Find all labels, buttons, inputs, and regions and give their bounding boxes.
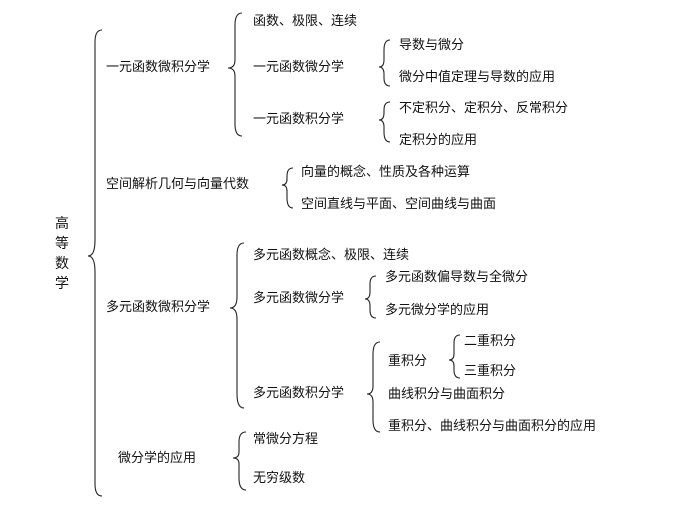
- leaf-duoyuan-diff-2: 多元微分学的应用: [385, 303, 490, 318]
- node-yiyuan-diff: 一元函数微分学: [253, 60, 345, 75]
- leaf-sanchong: 三重积分: [464, 364, 517, 379]
- root-char: 数: [55, 256, 69, 272]
- node-duoyuan-limits: 多元函数概念、极限、连续: [253, 248, 410, 263]
- brace-duoyuan-integ: [366, 341, 381, 433]
- brace-yingyong: [232, 431, 247, 491]
- leaf-yiyuan-diff-1: 导数与微分: [399, 38, 465, 53]
- root-char: 学: [55, 276, 69, 292]
- brace-yiyuan-integ: [378, 101, 391, 143]
- node-zhongjifen: 重积分: [388, 354, 428, 369]
- node-duoyuan: 多元函数微积分学: [106, 300, 211, 315]
- node-yiyuan: 一元函数微积分学: [106, 60, 211, 75]
- node-yiyuan-limits: 函数、极限、连续: [253, 14, 358, 29]
- brace-yiyuan: [227, 12, 243, 137]
- root-node: 高 等 数 学: [54, 214, 70, 294]
- brace-duoyuan-diff: [364, 275, 377, 319]
- leaf-kongjian-1: 向量的概念、性质及各种运算: [301, 165, 471, 180]
- leaf-yiyuan-integ-2: 定积分的应用: [399, 133, 478, 148]
- node-duoyuan-diff: 多元函数微分学: [253, 291, 345, 306]
- root-char: 等: [55, 236, 69, 252]
- brace-zhongjifen: [448, 334, 461, 379]
- leaf-kongjian-2: 空间直线与平面、空间曲线与曲面: [301, 197, 497, 212]
- brace-kongjian: [281, 167, 294, 209]
- node-duoyuan-integ: 多元函数积分学: [253, 386, 345, 401]
- leaf-erchong: 二重积分: [464, 334, 517, 349]
- leaf-curve-surface: 曲线积分与曲面积分: [388, 387, 506, 402]
- node-yiyuan-integ: 一元函数积分学: [253, 112, 345, 127]
- leaf-yiyuan-integ-1: 不定积分、定积分、反常积分: [399, 101, 569, 116]
- leaf-yiyuan-diff-2: 微分中值定理与导数的应用: [399, 70, 556, 85]
- root-brace: [87, 29, 103, 497]
- root-char: 高: [55, 216, 69, 232]
- leaf-series: 无穷级数: [253, 471, 306, 486]
- node-yingyong: 微分学的应用: [118, 451, 197, 466]
- brace-yiyuan-diff: [378, 39, 391, 87]
- node-kongjian: 空间解析几何与向量代数: [106, 177, 250, 192]
- leaf-duoyuan-diff-1: 多元函数偏导数与全微分: [385, 270, 529, 285]
- leaf-integ-applications: 重积分、曲线积分与曲面积分的应用: [388, 419, 597, 434]
- leaf-ode: 常微分方程: [253, 432, 319, 447]
- brace-duoyuan: [229, 242, 245, 409]
